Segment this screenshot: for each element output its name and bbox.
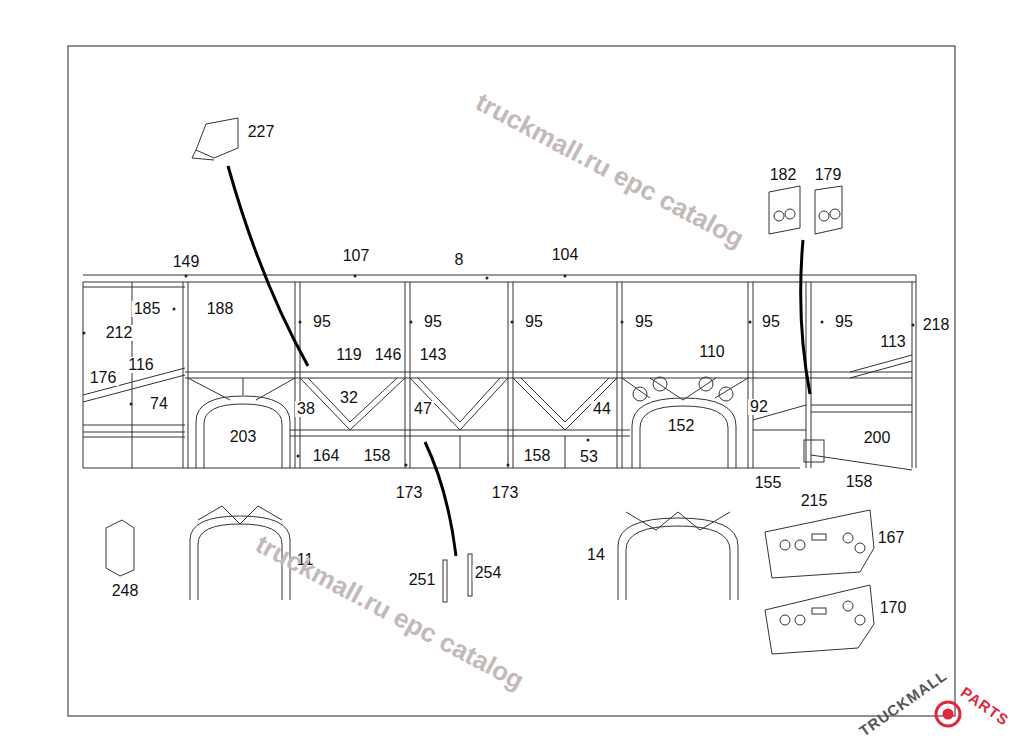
callout-number: 254 [473,565,504,581]
callout-number: 167 [876,530,907,546]
callout-number: 251 [407,572,438,588]
axle-arches [196,377,736,468]
callout-number: 218 [921,317,952,333]
callout-number: 113 [878,334,908,350]
callout-number: 248 [110,583,141,599]
callout-number: 92 [748,399,770,415]
callout-number: 170 [878,600,909,616]
callout-number: 158 [362,448,393,464]
callout-number: 14 [585,547,607,563]
callout-number: 158 [522,448,553,464]
leader-dots [83,275,915,467]
detail-parts [106,118,874,654]
callout-number: 95 [760,314,782,330]
callout-number: 95 [523,314,545,330]
callout-number: 176 [88,370,119,386]
callout-number: 74 [148,396,170,412]
callout-number: 149 [171,254,202,270]
callout-number: 104 [550,247,581,263]
callout-number: 152 [666,418,697,434]
callout-number: 95 [633,314,655,330]
callout-number: 179 [813,167,844,183]
callout-number: 47 [412,401,434,417]
callout-number: 95 [311,314,333,330]
callout-number: 38 [295,401,317,417]
truss-diagonals [188,378,748,430]
callout-number: 200 [862,430,893,446]
callout-number: 212 [104,325,135,341]
callout-number: 215 [799,493,830,509]
callout-number: 173 [490,485,521,501]
callout-number: 203 [228,429,259,445]
callout-number: 107 [341,248,372,264]
logo-text: TRUCKMALL [856,667,949,738]
callout-number: 155 [753,475,784,491]
callout-number: 119 [334,347,364,363]
callout-number: 182 [768,167,799,183]
frame-side [83,275,916,468]
logo-text: PARTS [958,684,1011,728]
callout-number: 53 [578,449,600,465]
callout-number: 95 [422,314,444,330]
frame-border [68,46,955,716]
logo-gear [936,702,960,726]
callout-number: 158 [844,474,875,490]
watermark: truckmall.ru epc catalog [252,530,528,693]
callout-number: 110 [697,344,727,360]
callout-number: 227 [246,124,277,140]
callout-number: 32 [338,390,360,406]
callout-number: 188 [205,301,236,317]
callout-number: 116 [126,357,156,373]
callout-number: 173 [394,485,425,501]
callout-number: 44 [591,401,613,417]
watermark: truckmall.ru epc catalog [472,88,748,251]
callout-number: 146 [373,347,404,363]
rear-section [753,355,912,470]
callout-number: 95 [833,314,855,330]
callout-number: 164 [311,448,342,464]
callout-number: 143 [418,347,449,363]
callout-number: 8 [453,252,466,268]
callout-number: 185 [132,301,163,317]
